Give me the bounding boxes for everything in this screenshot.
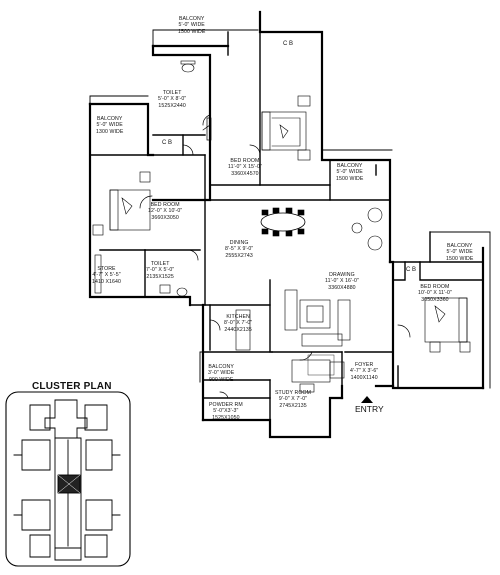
cluster-plan-title: CLUSTER PLAN (32, 381, 112, 392)
entry-label: ENTRY (355, 404, 384, 414)
interior-walls (89, 31, 484, 421)
exterior-walls (88, 10, 485, 439)
doors (139, 114, 411, 399)
cluster-plan (5, 391, 131, 567)
cupboard-tag-left: C B (162, 140, 173, 146)
cupboard-tag-top: C B (283, 41, 294, 47)
cupboard-tag-right: C B (406, 267, 417, 273)
furniture (92, 60, 471, 393)
balcony-railings (89, 29, 491, 389)
entry-arrow-icon (361, 396, 373, 403)
